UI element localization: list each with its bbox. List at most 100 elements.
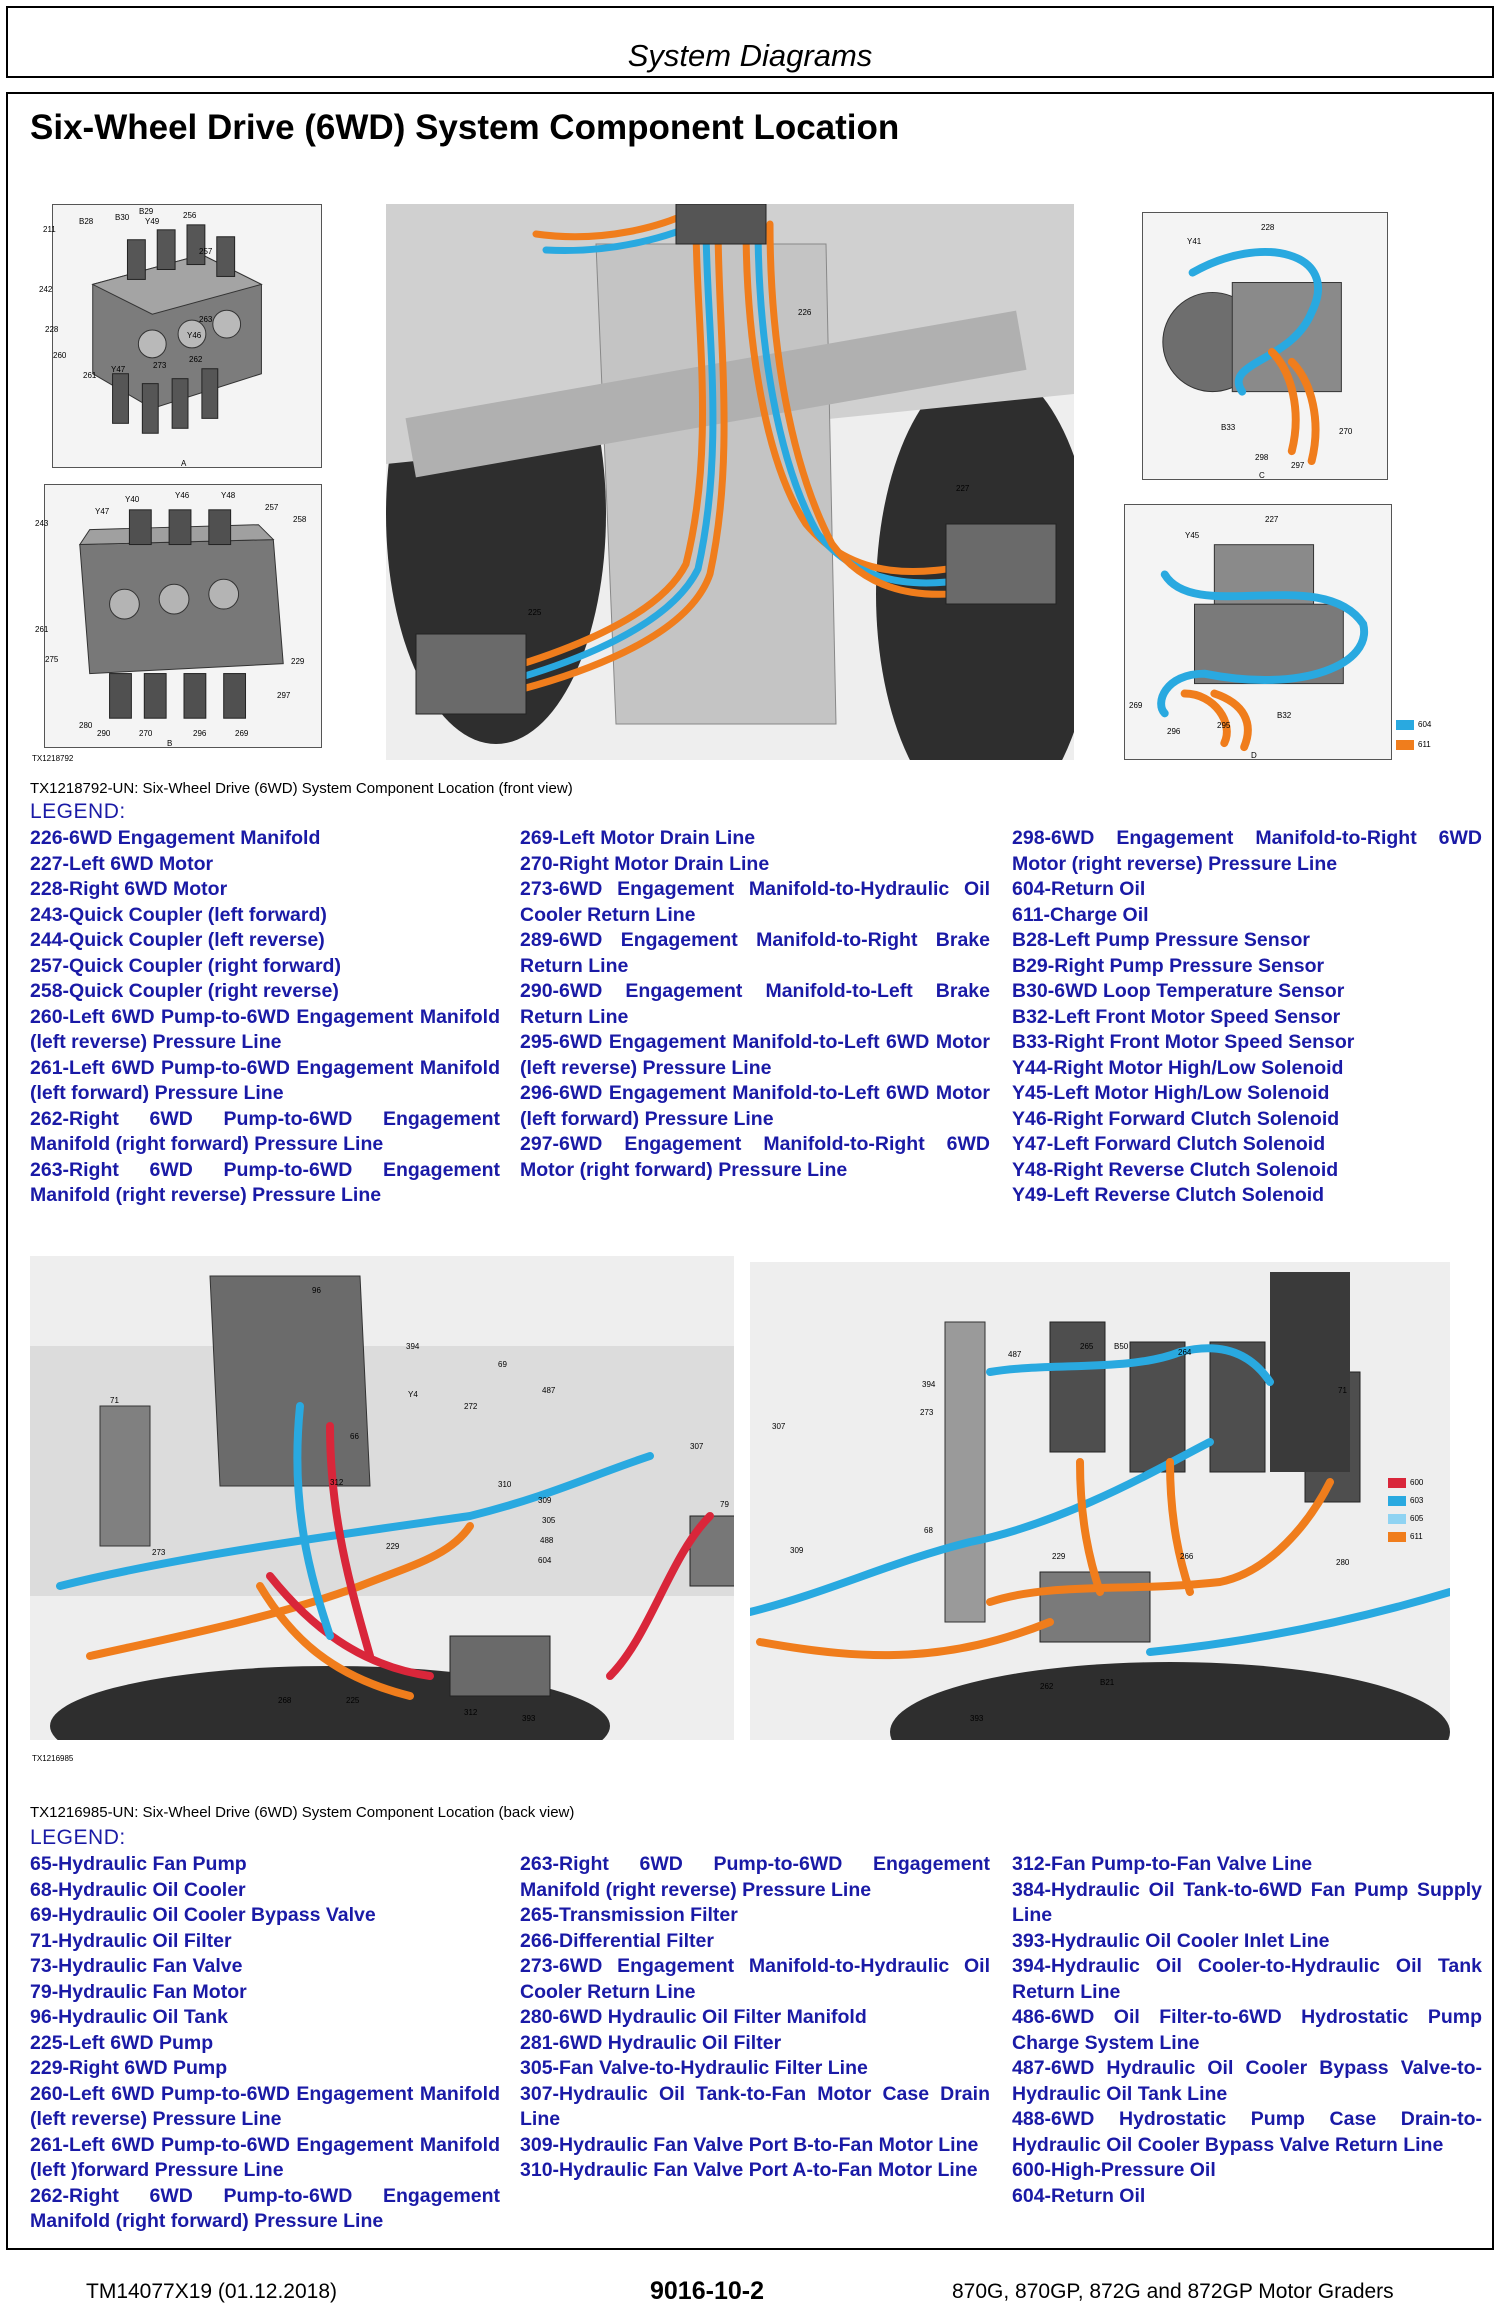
page-title: Six-Wheel Drive (6WD) System Component L… [30,108,900,147]
legend-item: 68-Hydraulic Oil Cooler [30,1878,246,1901]
figure-back-view-left: 71 273 96 394 69 487 Y4 272 66 312 229 3… [30,1256,734,1740]
legend-item: 225-Left 6WD Pump [30,2031,214,2054]
legend-item: Y47-Left Forward Clutch Solenoid [1012,1133,1326,1155]
callout-270: 270 [1339,427,1353,436]
callout-96: 96 [312,1286,321,1295]
legend-item: 257-Quick Coupler (right forward) [30,954,341,977]
legend-item: 262-Right 6WD Pump-to-6WD Engagement Man… [30,1107,500,1156]
callout-269: 269 [235,729,249,738]
callout-y46: Y46 [175,491,190,500]
legend-item: 71-Hydraulic Oil Filter [30,1929,232,1952]
figure-view-c-motor: Y41 228 B33 298 297 270 C [1142,212,1388,480]
callout-y4: Y4 [408,1390,418,1399]
callout-305: 305 [542,1516,556,1525]
callout-394: 394 [922,1380,936,1389]
motor-d-illustration [1125,505,1391,759]
figure-view-d-motor: Y45 227 269 296 295 B32 D [1124,504,1392,760]
legend-item: 244-Quick Coupler (left reverse) [30,929,325,951]
figure-view-b-manifold: 243 Y40 Y46 Y48 257 258 Y47 261 229 275 … [35,484,322,748]
callout-228: 228 [1261,223,1275,232]
footer-manual-id: TM14077X19 (01.12.2018) [86,2280,338,2303]
callout-258: 258 [293,515,307,524]
legend-item: 394-Hydraulic Oil Cooler-to-Hydraulic Oi… [1012,1955,1482,2003]
legend2-column-1: 65-Hydraulic Fan Pump 68-Hydraulic Oil Co… [30,1852,500,2235]
callout-309: 309 [790,1546,804,1555]
callout-b32: B32 [1277,711,1292,720]
callout-297: 297 [277,691,291,700]
legend-item: 243-Quick Coupler (left forward) [30,903,327,926]
legend-item: 270-Right Motor Drain Line [520,852,770,875]
callout-296: 296 [193,729,207,738]
figure2-caption: TX1216985-UN: Six-Wheel Drive (6WD) Syst… [30,1804,575,1821]
legend-item: 295-6WD Engagement Manifold-to-Left 6WD … [520,1031,990,1079]
legend1-column-3: 298-6WD Engagement Manifold-to-Right 6WD… [1012,826,1482,1209]
callout-y46: Y46 [187,331,202,340]
legend-item: 262-Right 6WD Pump-to-6WD Engagement Man… [30,2184,500,2233]
callout-312: 312 [464,1708,478,1717]
legend-item: 273-6WD Engagement Manifold-to-Hydraulic… [520,878,990,926]
legend-item: 226-6WD Engagement Manifold [30,827,321,849]
legend-item: 393-Hydraulic Oil Cooler Inlet Line [1012,1929,1330,1952]
callout-309: 309 [538,1496,552,1505]
legend-item: 227-Left 6WD Motor [30,852,214,875]
callout-b30: B30 [115,213,130,222]
callout-227: 227 [956,484,970,493]
legend-item: Y46-Right Forward Clutch Solenoid [1012,1107,1340,1130]
footer-page-number: 9016-10-2 [650,2277,764,2305]
legend-item: 261-Left 6WD Pump-to-6WD Engagement Mani… [30,2133,500,2182]
view-label-b: B [167,739,173,748]
legend-item: 281-6WD Hydraulic Oil Filter [520,2031,782,2054]
legend-item: 258-Quick Coupler (right reverse) [30,980,339,1002]
legend-item: 69-Hydraulic Oil Cooler Bypass Valve [30,1904,376,1926]
legend-item: 229-Right 6WD Pump [30,2057,228,2079]
legend1-column-1: 226-6WD Engagement Manifold 227-Left 6WD … [30,826,500,1209]
callout-225: 225 [346,1696,360,1705]
legend-item: 298-6WD Engagement Manifold-to-Right 6WD… [1012,827,1482,875]
callout-273: 273 [920,1408,934,1417]
legend-item: B32-Left Front Motor Speed Sensor [1012,1005,1341,1028]
key-swatch-611 [1388,1532,1406,1542]
figure1-image-id: TX1218792 [32,754,74,763]
callout-243: 243 [35,519,49,528]
legend-item: 604-Return Oil [1012,878,1146,900]
callout-256: 256 [183,211,197,220]
legend-item: 73-Hydraulic Fan Valve [30,1955,243,1977]
callout-69: 69 [498,1360,507,1369]
callout-273: 273 [152,1548,166,1557]
figure-back-view-right: 307 309 394 273 68 487 265 B50 264 71 22… [750,1262,1450,1740]
legend1-title: LEGEND: [30,800,126,823]
back-view-left-illustration [30,1256,734,1740]
figure2-image-id: TX1216985 [32,1754,74,1763]
back-view-right-illustration [750,1262,1450,1740]
callout-y48: Y48 [221,491,236,500]
callout-270: 270 [139,729,153,738]
legend-item: 228-Right 6WD Motor [30,878,228,900]
callout-227: 227 [1265,515,1279,524]
key-label-611: 611 [1418,740,1431,749]
callout-310: 310 [498,1480,512,1489]
view-label-c: C [1259,471,1265,480]
legend-item: B33-Right Front Motor Speed Sensor [1012,1031,1355,1053]
callout-312: 312 [330,1478,344,1487]
figure1-caption: TX1218792-UN: Six-Wheel Drive (6WD) Syst… [30,780,573,797]
manifold-b-illustration [45,485,321,747]
view-label-d: D [1251,751,1257,760]
legend-item: 260-Left 6WD Pump-to-6WD Engagement Mani… [30,2082,500,2131]
callout-257: 257 [199,247,213,256]
key-swatch-600 [1388,1478,1406,1488]
callout-b33: B33 [1221,423,1236,432]
callout-488: 488 [540,1536,554,1545]
callout-265: 265 [1080,1342,1094,1351]
manifold-a-illustration [53,205,321,467]
legend-item: B28-Left Pump Pressure Sensor [1012,929,1311,951]
callout-268: 268 [278,1696,292,1705]
callout-296: 296 [1167,727,1181,736]
legend-item: 65-Hydraulic Fan Pump [30,1853,247,1875]
legend-item: 265-Transmission Filter [520,1904,738,1926]
key-swatch-603 [1388,1496,1406,1506]
callout-298: 298 [1255,453,1269,462]
footer-model-list: 870G, 870GP, 872G and 872GP Motor Grader… [952,2280,1394,2303]
legend-item: 384-Hydraulic Oil Tank-to-6WD Fan Pump S… [1012,1878,1482,1927]
